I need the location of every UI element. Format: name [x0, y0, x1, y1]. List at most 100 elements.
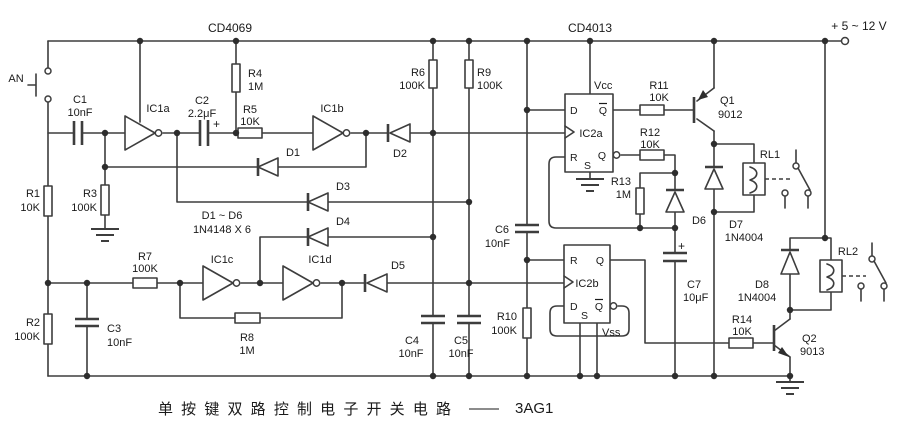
- svg-text:Q: Q: [596, 255, 604, 267]
- svg-text:R3: R3: [83, 188, 97, 200]
- ground-symbol-q2: [776, 381, 804, 395]
- resistor-r5: R5 10K: [237, 104, 263, 139]
- svg-text:R14: R14: [732, 314, 752, 326]
- svg-text:R: R: [570, 255, 578, 267]
- svg-text:10nF: 10nF: [485, 238, 510, 250]
- svg-text:IC1b: IC1b: [320, 103, 343, 115]
- flipflop-ic2a: D R S Q Q IC2a Vcc: [564, 80, 621, 173]
- c2-polarity-plus: +: [213, 117, 220, 131]
- svg-text:10K: 10K: [20, 202, 40, 214]
- svg-text:2.2μF: 2.2μF: [188, 108, 217, 120]
- svg-text:R6: R6: [411, 67, 425, 79]
- diode-d4: D4: [306, 216, 350, 247]
- svg-text:R11: R11: [649, 80, 668, 92]
- relay-contact-rl1: [781, 162, 812, 197]
- svg-text:10nF: 10nF: [398, 348, 423, 360]
- svg-text:Q2: Q2: [802, 333, 817, 345]
- svg-text:10K: 10K: [240, 116, 260, 128]
- caption-model: 3AG1: [515, 400, 554, 417]
- resistor-r12: R12 10K: [639, 127, 665, 161]
- resistor-r7: R7 100K: [132, 251, 159, 289]
- svg-text:C4: C4: [405, 335, 419, 347]
- svg-text:1M: 1M: [239, 345, 254, 357]
- svg-text:1M: 1M: [248, 81, 263, 93]
- svg-text:100K: 100K: [477, 80, 503, 92]
- svg-text:Q: Q: [599, 105, 607, 117]
- coil-icon: [826, 263, 835, 291]
- svg-text:R1: R1: [26, 188, 40, 200]
- resistor-r6: R6 100K: [399, 59, 438, 92]
- svg-text:IC1a: IC1a: [146, 103, 170, 115]
- svg-text:R9: R9: [477, 67, 491, 79]
- junction-dots: [44, 37, 829, 380]
- svg-text:100K: 100K: [399, 80, 425, 92]
- svg-text:C2: C2: [195, 95, 209, 107]
- resistor-r2: R2 100K: [14, 313, 53, 345]
- svg-text:R8: R8: [240, 332, 254, 344]
- chip-label-cd4013: CD4013: [568, 21, 612, 35]
- vss-label: Vss: [602, 327, 621, 339]
- svg-text:D2: D2: [393, 148, 407, 160]
- resistor-r13: R13 1M: [611, 176, 645, 215]
- diode-group-note: D1 ~ D6 1N4148 X 6: [193, 210, 251, 236]
- capacitor-c5: C5 10nF: [448, 314, 481, 360]
- svg-text:R10: R10: [497, 311, 517, 323]
- diode-d2: D2: [386, 123, 411, 160]
- svg-text:IC2a: IC2a: [579, 128, 603, 140]
- svg-text:Q1: Q1: [720, 95, 735, 107]
- transistor-q2: Q2 9013: [772, 318, 824, 358]
- caption: 单 按 键 双 路 控 制 电 子 开 关 电 路 —— 3AG1: [158, 398, 658, 419]
- power-rail-top: [47, 36, 850, 46]
- svg-text:R2: R2: [26, 317, 40, 329]
- svg-text:R5: R5: [243, 104, 257, 116]
- capacitor-c3: C3 10nF: [75, 317, 132, 349]
- caption-dash: ——: [469, 400, 500, 417]
- svg-text:100K: 100K: [71, 202, 97, 214]
- relay-contact-rl2: [857, 255, 888, 290]
- resistor-r10: R10 100K: [491, 307, 532, 339]
- svg-text:10nF: 10nF: [448, 348, 473, 360]
- svg-text:100K: 100K: [491, 325, 517, 337]
- capacitor-c6: C6 10nF: [485, 223, 539, 250]
- resistor-r3: R3 100K: [71, 184, 110, 216]
- svg-text:R4: R4: [248, 68, 262, 80]
- supply-voltage-label: + 5 ~ 12 V: [831, 19, 886, 33]
- flipflop-ic2b: R D S Q Q IC2b Vss: [563, 244, 621, 339]
- svg-text:1N4004: 1N4004: [738, 292, 777, 304]
- inverter-ic1a: IC1a: [124, 103, 170, 151]
- power-terminal-icon: [840, 36, 850, 46]
- transistor-q1: Q1 9012: [692, 87, 742, 132]
- inverter-ic1c: IC1c: [202, 254, 241, 301]
- svg-text:9012: 9012: [718, 109, 742, 121]
- resistor-r8: R8 1M: [234, 312, 261, 357]
- svg-text:S: S: [581, 310, 588, 322]
- svg-text:IC1d: IC1d: [308, 254, 331, 266]
- svg-text:C1: C1: [73, 94, 87, 106]
- svg-text:S: S: [584, 160, 591, 172]
- ic2b-toggle-loop-wire: [549, 305, 630, 337]
- capacitor-c2: C2 2.2μF +: [188, 95, 220, 146]
- caption-title: 单 按 键 双 路 控 制 电 子 开 关 电 路: [158, 401, 454, 418]
- ic2a-reset-loop-wire: [548, 156, 676, 229]
- svg-text:10K: 10K: [649, 92, 669, 104]
- inverter-ic1d: IC1d: [282, 254, 332, 301]
- resistor-r1: R1 10K: [20, 185, 53, 217]
- diode-d3: D3: [306, 181, 350, 212]
- resistor-r4: R4 1M: [231, 63, 263, 93]
- clock-pin-icon: [564, 125, 575, 139]
- svg-text:10nF: 10nF: [107, 337, 132, 349]
- vcc-label: Vcc: [594, 80, 613, 92]
- svg-text:RL2: RL2: [838, 246, 858, 258]
- svg-text:D6: D6: [692, 215, 706, 227]
- diode-d5: D5: [363, 260, 405, 293]
- capacitor-c1: C1 10nF: [67, 94, 93, 145]
- diode-d6: D6: [665, 188, 706, 227]
- relay-rl2: RL2: [819, 246, 888, 293]
- npn-emitter-arrow-icon: [778, 347, 789, 357]
- svg-text:D1 ~ D6: D1 ~ D6: [202, 210, 243, 222]
- ground-symbol-r3: [91, 228, 119, 242]
- svg-text:1M: 1M: [616, 189, 631, 201]
- ground-symbol-ic2a: [576, 178, 604, 192]
- c7-polarity-plus: +: [678, 239, 685, 253]
- svg-text:D1: D1: [286, 147, 300, 159]
